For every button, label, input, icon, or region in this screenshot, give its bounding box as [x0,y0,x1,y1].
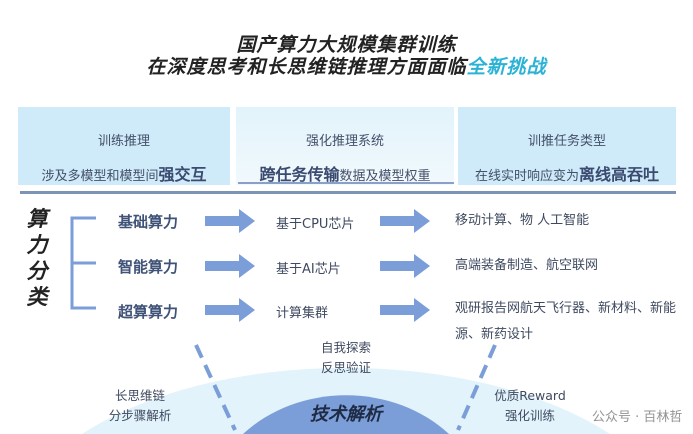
panel-heading: 训练推理 [97,134,150,149]
arrow-icon [380,254,430,278]
row-basis: 基于CPU芯片 [276,217,355,232]
panel-training: 训练推理 涉及多模型和模型间强交互 [18,107,230,185]
row-applications: 观研报告网航天飞行器、新材料、新能源、新药设计 [455,301,677,342]
panel-heading: 训推任务类型 [527,134,606,149]
arrow-icon [380,298,430,322]
title-line-1: 国产算力大规模集群训练 [236,34,457,56]
row-name: 基础算力 [118,213,179,231]
row-basis: 计算集群 [276,306,329,321]
panel-text: 涉及多模型和模型间强交互 [41,165,207,184]
row-applications: 高端装备制造、航空联网 [455,258,599,273]
tech-center-label: 技术解析 [310,404,382,425]
title-prefix: 在深度思考和长思维链推理方面面临 [146,56,467,78]
arrow-icon [380,209,430,233]
title-highlight: 全新挑战 [466,56,547,78]
arrow-icon [205,254,255,278]
panel-underline [238,182,454,184]
category-label: 算力分类 [26,207,48,309]
panel-text: 在线实时响应变为离线高吞吐 [474,165,660,184]
tech-arc [82,344,610,434]
title-line-2: 在深度思考和长思维链推理方面面临全新挑战 [0,52,693,79]
tech-top: 自我探索反思验证 [320,340,371,375]
tech-left: 长思维链分步骤解析 [108,388,172,423]
panel-rl-system: 强化推理系统 跨任务传输数据及模型权重 [236,107,454,185]
row-name: 智能算力 [118,258,179,276]
arrow-icon [205,209,255,233]
watermark: 公众号 · 百林哲 [592,410,683,425]
panel-task-type: 训推任务类型 在线实时响应变为离线高吞吐 [458,107,676,185]
row-applications: 移动计算、物 人工智能 [455,213,590,228]
divider [20,191,676,194]
row-name: 超算算力 [118,303,179,321]
row-basis: 基于AI芯片 [276,262,341,277]
arrow-icon [205,298,255,322]
panel-text: 跨任务传输数据及模型权重 [259,165,431,184]
bracket [70,216,96,310]
panel-heading: 强化推理系统 [305,134,384,149]
